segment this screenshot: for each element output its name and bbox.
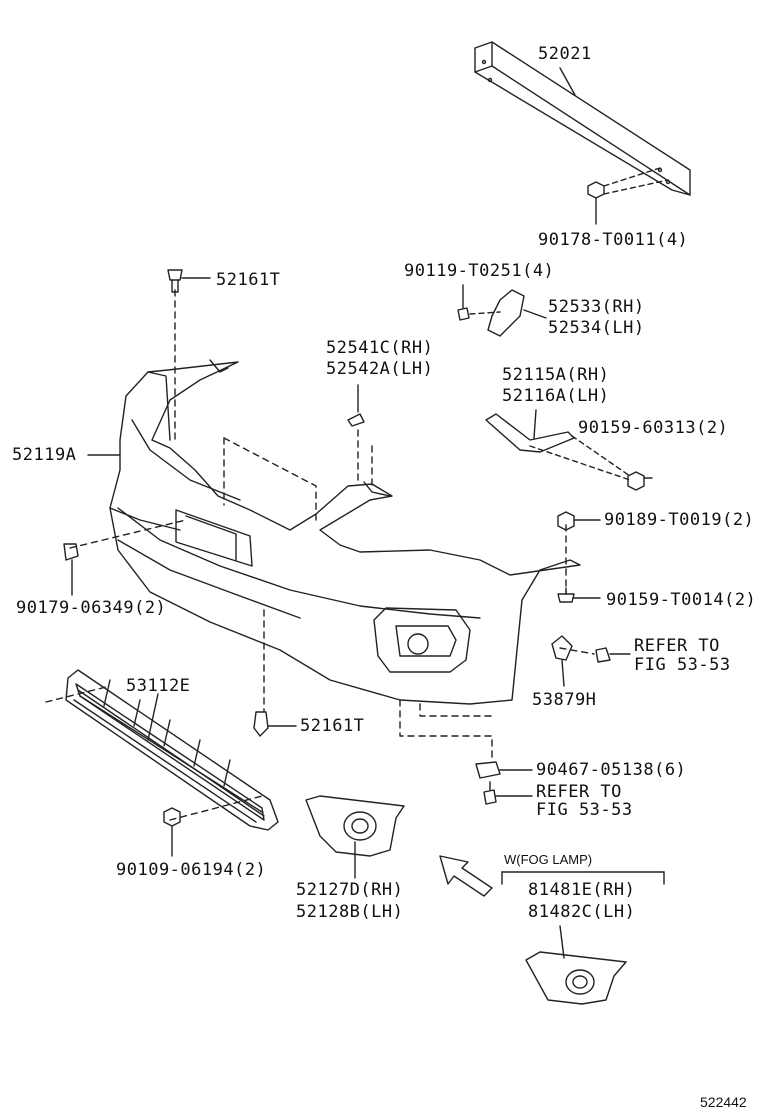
label-90119: 90119-T0251(4): [404, 261, 555, 281]
label-52115a: 52115A(RH): [502, 365, 610, 385]
label-81482c: 81482C(LH): [528, 902, 636, 922]
screw-90109-icon: [163, 807, 181, 857]
assembly-guides: [45, 289, 595, 821]
figure-id: 522442: [700, 1094, 747, 1110]
label-52021: 52021: [538, 44, 592, 64]
label-90109: 90109-06194(2): [116, 860, 267, 880]
label-52541c: 52541C(RH): [326, 338, 434, 358]
label-90159-t0014: 90159-T0014(2): [606, 590, 757, 610]
retainer-52115a-icon: [485, 409, 653, 491]
label-90159-60313: 90159-60313(2): [578, 418, 729, 438]
fog-condition-bracket: [501, 871, 665, 885]
clip-52161t-top-icon: [167, 269, 211, 293]
label-90178: 90178-T0011(4): [538, 230, 689, 250]
label-refer2-b: FIG 53-53: [536, 800, 633, 820]
label-refer1-b: FIG 53-53: [634, 655, 731, 675]
label-53112e: 53112E: [126, 676, 191, 696]
label-90179: 90179-06349(2): [16, 598, 167, 618]
label-52161t-bottom: 52161T: [300, 716, 365, 736]
fog-cover-52127d: [305, 795, 405, 879]
label-81481e: 81481E(RH): [528, 880, 636, 900]
bumper-cover-52119a: [87, 359, 581, 705]
label-52127d: 52127D(RH): [296, 880, 404, 900]
label-52119a: 52119A: [12, 445, 77, 465]
bracket-52533-icon: [457, 284, 547, 337]
label-fog-condition: W(FOG LAMP): [504, 852, 593, 867]
label-refer2-a: REFER TO: [536, 782, 622, 802]
label-52542a: 52542A(LH): [326, 359, 434, 379]
label-refer1-a: REFER TO: [634, 636, 720, 656]
grille-53112e: [65, 669, 279, 831]
bumper-reinforcement-52021: [474, 41, 691, 196]
screw-refer-icon: [483, 781, 533, 805]
clip-90467-icon: [475, 761, 533, 779]
clip-90179-icon: [63, 543, 79, 596]
bracket-53879h-icon: [551, 635, 631, 687]
label-52116a: 52116A(LH): [502, 386, 610, 406]
label-52161t-top: 52161T: [216, 270, 281, 290]
clip-52161t-bottom-icon: [253, 711, 297, 737]
arrow-icon: [439, 855, 493, 897]
nut-90189-icon: [557, 511, 601, 531]
clip-52541c-icon: [347, 384, 365, 427]
label-90467: 90467-05138(6): [536, 760, 687, 780]
label-53879h: 53879H: [532, 690, 597, 710]
screw-90159-t0014-icon: [557, 587, 601, 603]
label-52534: 52534(LH): [548, 318, 645, 338]
nut-90178-icon: [587, 167, 669, 225]
label-52533: 52533(RH): [548, 297, 645, 317]
fog-lamp-81481e: [525, 925, 627, 1005]
label-52128b: 52128B(LH): [296, 902, 404, 922]
label-90189: 90189-T0019(2): [604, 510, 755, 530]
